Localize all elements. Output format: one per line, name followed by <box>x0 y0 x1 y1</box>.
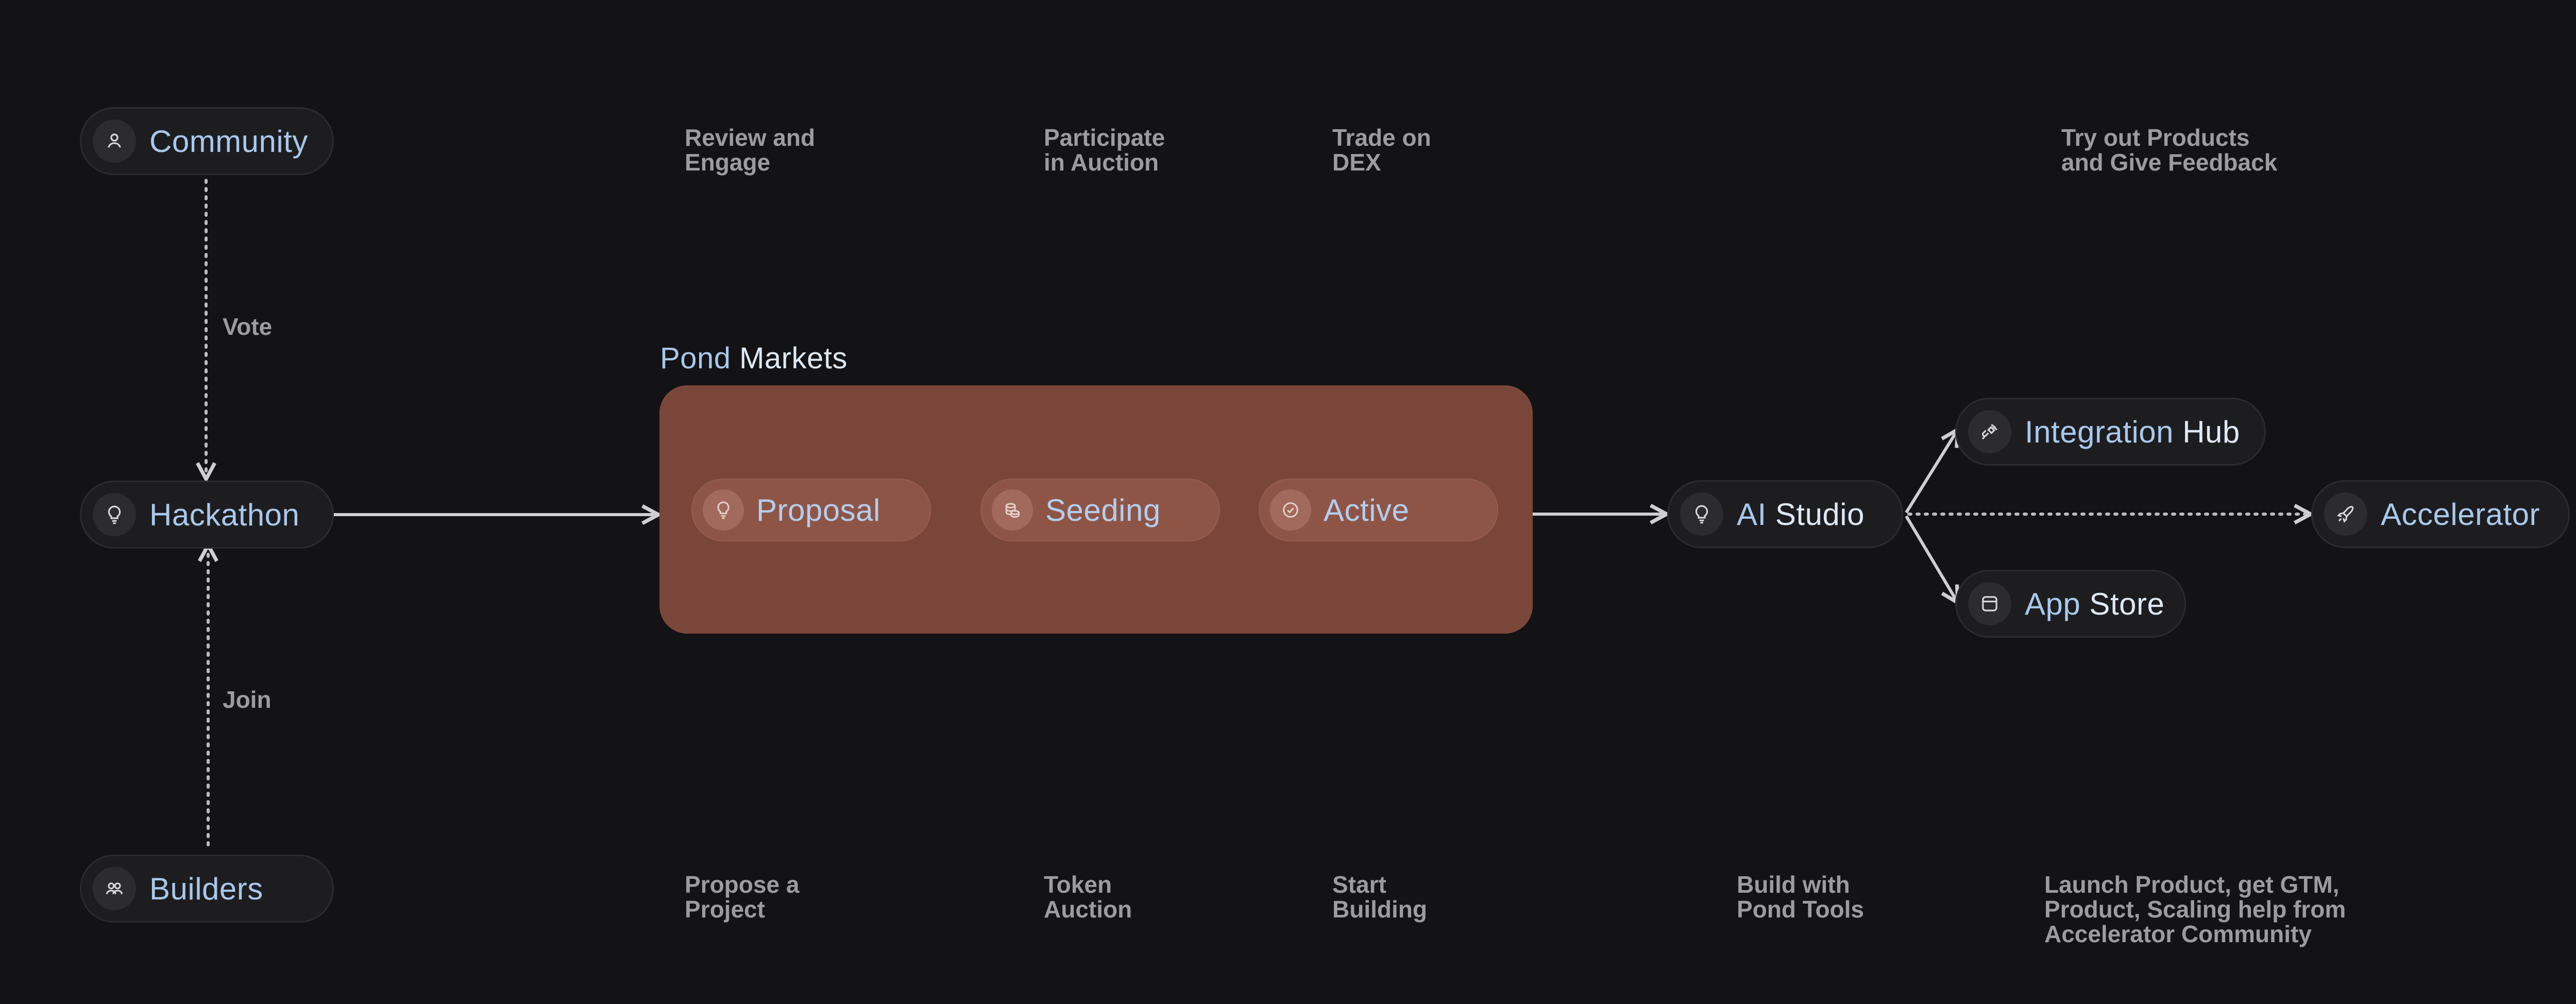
annotation-start-building: Start Building <box>1332 871 1427 923</box>
stage-seeding-label: Seeding <box>1045 492 1161 527</box>
group-title-rest: Markets <box>731 342 848 375</box>
node-app-store-label-prefix: App <box>2025 586 2081 621</box>
stage-proposal[interactable]: Proposal <box>691 479 931 541</box>
annotation-build-pond-tools: Build with Pond Tools <box>1737 871 1865 923</box>
stage-active[interactable]: Active <box>1259 479 1498 541</box>
node-hackathon-label: Hackathon <box>149 497 300 532</box>
node-accelerator[interactable]: Accelerator <box>2311 480 2570 548</box>
edge-label-vote: Vote <box>223 313 273 340</box>
node-app-store[interactable]: App Store <box>1955 570 2186 638</box>
user-icon <box>93 120 136 163</box>
node-community[interactable]: Community <box>80 107 334 175</box>
rocket-icon <box>2324 492 2367 536</box>
annotation-try-products: Try out Products and Give Feedback <box>2061 124 2278 176</box>
annotation-launch-product: Launch Product, get GTM, Product, Scalin… <box>2044 871 2346 947</box>
users-icon <box>93 867 136 910</box>
annotation-token-auction: Token Auction <box>1044 871 1132 923</box>
annotation-propose-project: Propose a Project <box>685 871 800 923</box>
coins-icon <box>992 489 1033 531</box>
stage-seeding[interactable]: Seeding <box>980 479 1220 541</box>
node-ai-studio[interactable]: AI Studio <box>1667 480 1903 548</box>
group-title: Pond Markets <box>660 341 848 376</box>
lightbulb-icon <box>1680 492 1723 536</box>
node-accelerator-label: Accelerator <box>2381 497 2540 532</box>
node-community-label: Community <box>149 124 308 159</box>
stage-proposal-label: Proposal <box>756 492 880 527</box>
node-app-store-label: App Store <box>2025 586 2164 622</box>
node-builders[interactable]: Builders <box>80 855 334 923</box>
app-window-icon <box>1968 582 2011 625</box>
lightbulb-icon <box>93 493 136 536</box>
group-title-prefix: Pond <box>660 342 731 375</box>
edge-label-join: Join <box>223 686 272 713</box>
node-ai-studio-label-prefix: AI <box>1737 497 1767 532</box>
annotation-participate-auction: Participate in Auction <box>1044 124 1165 176</box>
node-builders-label: Builders <box>149 871 263 906</box>
node-integration-hub-label-rest: Hub <box>2174 414 2240 449</box>
lightbulb-icon <box>703 489 744 531</box>
plug-icon <box>1968 410 2011 453</box>
annotation-trade-dex: Trade on DEX <box>1332 124 1431 176</box>
stage-active-label: Active <box>1324 492 1410 527</box>
edge-ai-studio-app-store <box>1905 515 1960 606</box>
node-integration-hub-label: Integration Hub <box>2025 414 2240 450</box>
annotation-review-engage: Review and Engage <box>685 124 816 176</box>
node-integration-hub-label-prefix: Integration <box>2025 414 2174 449</box>
node-hackathon[interactable]: Hackathon <box>80 481 334 549</box>
node-app-store-label-rest: Store <box>2080 586 2165 621</box>
edge-ai-studio-integration-hub <box>1905 426 1960 514</box>
node-ai-studio-label-rest: Studio <box>1766 497 1865 532</box>
node-integration-hub[interactable]: Integration Hub <box>1955 398 2266 466</box>
check-circle-icon <box>1270 489 1311 531</box>
node-ai-studio-label: AI Studio <box>1737 497 1865 532</box>
